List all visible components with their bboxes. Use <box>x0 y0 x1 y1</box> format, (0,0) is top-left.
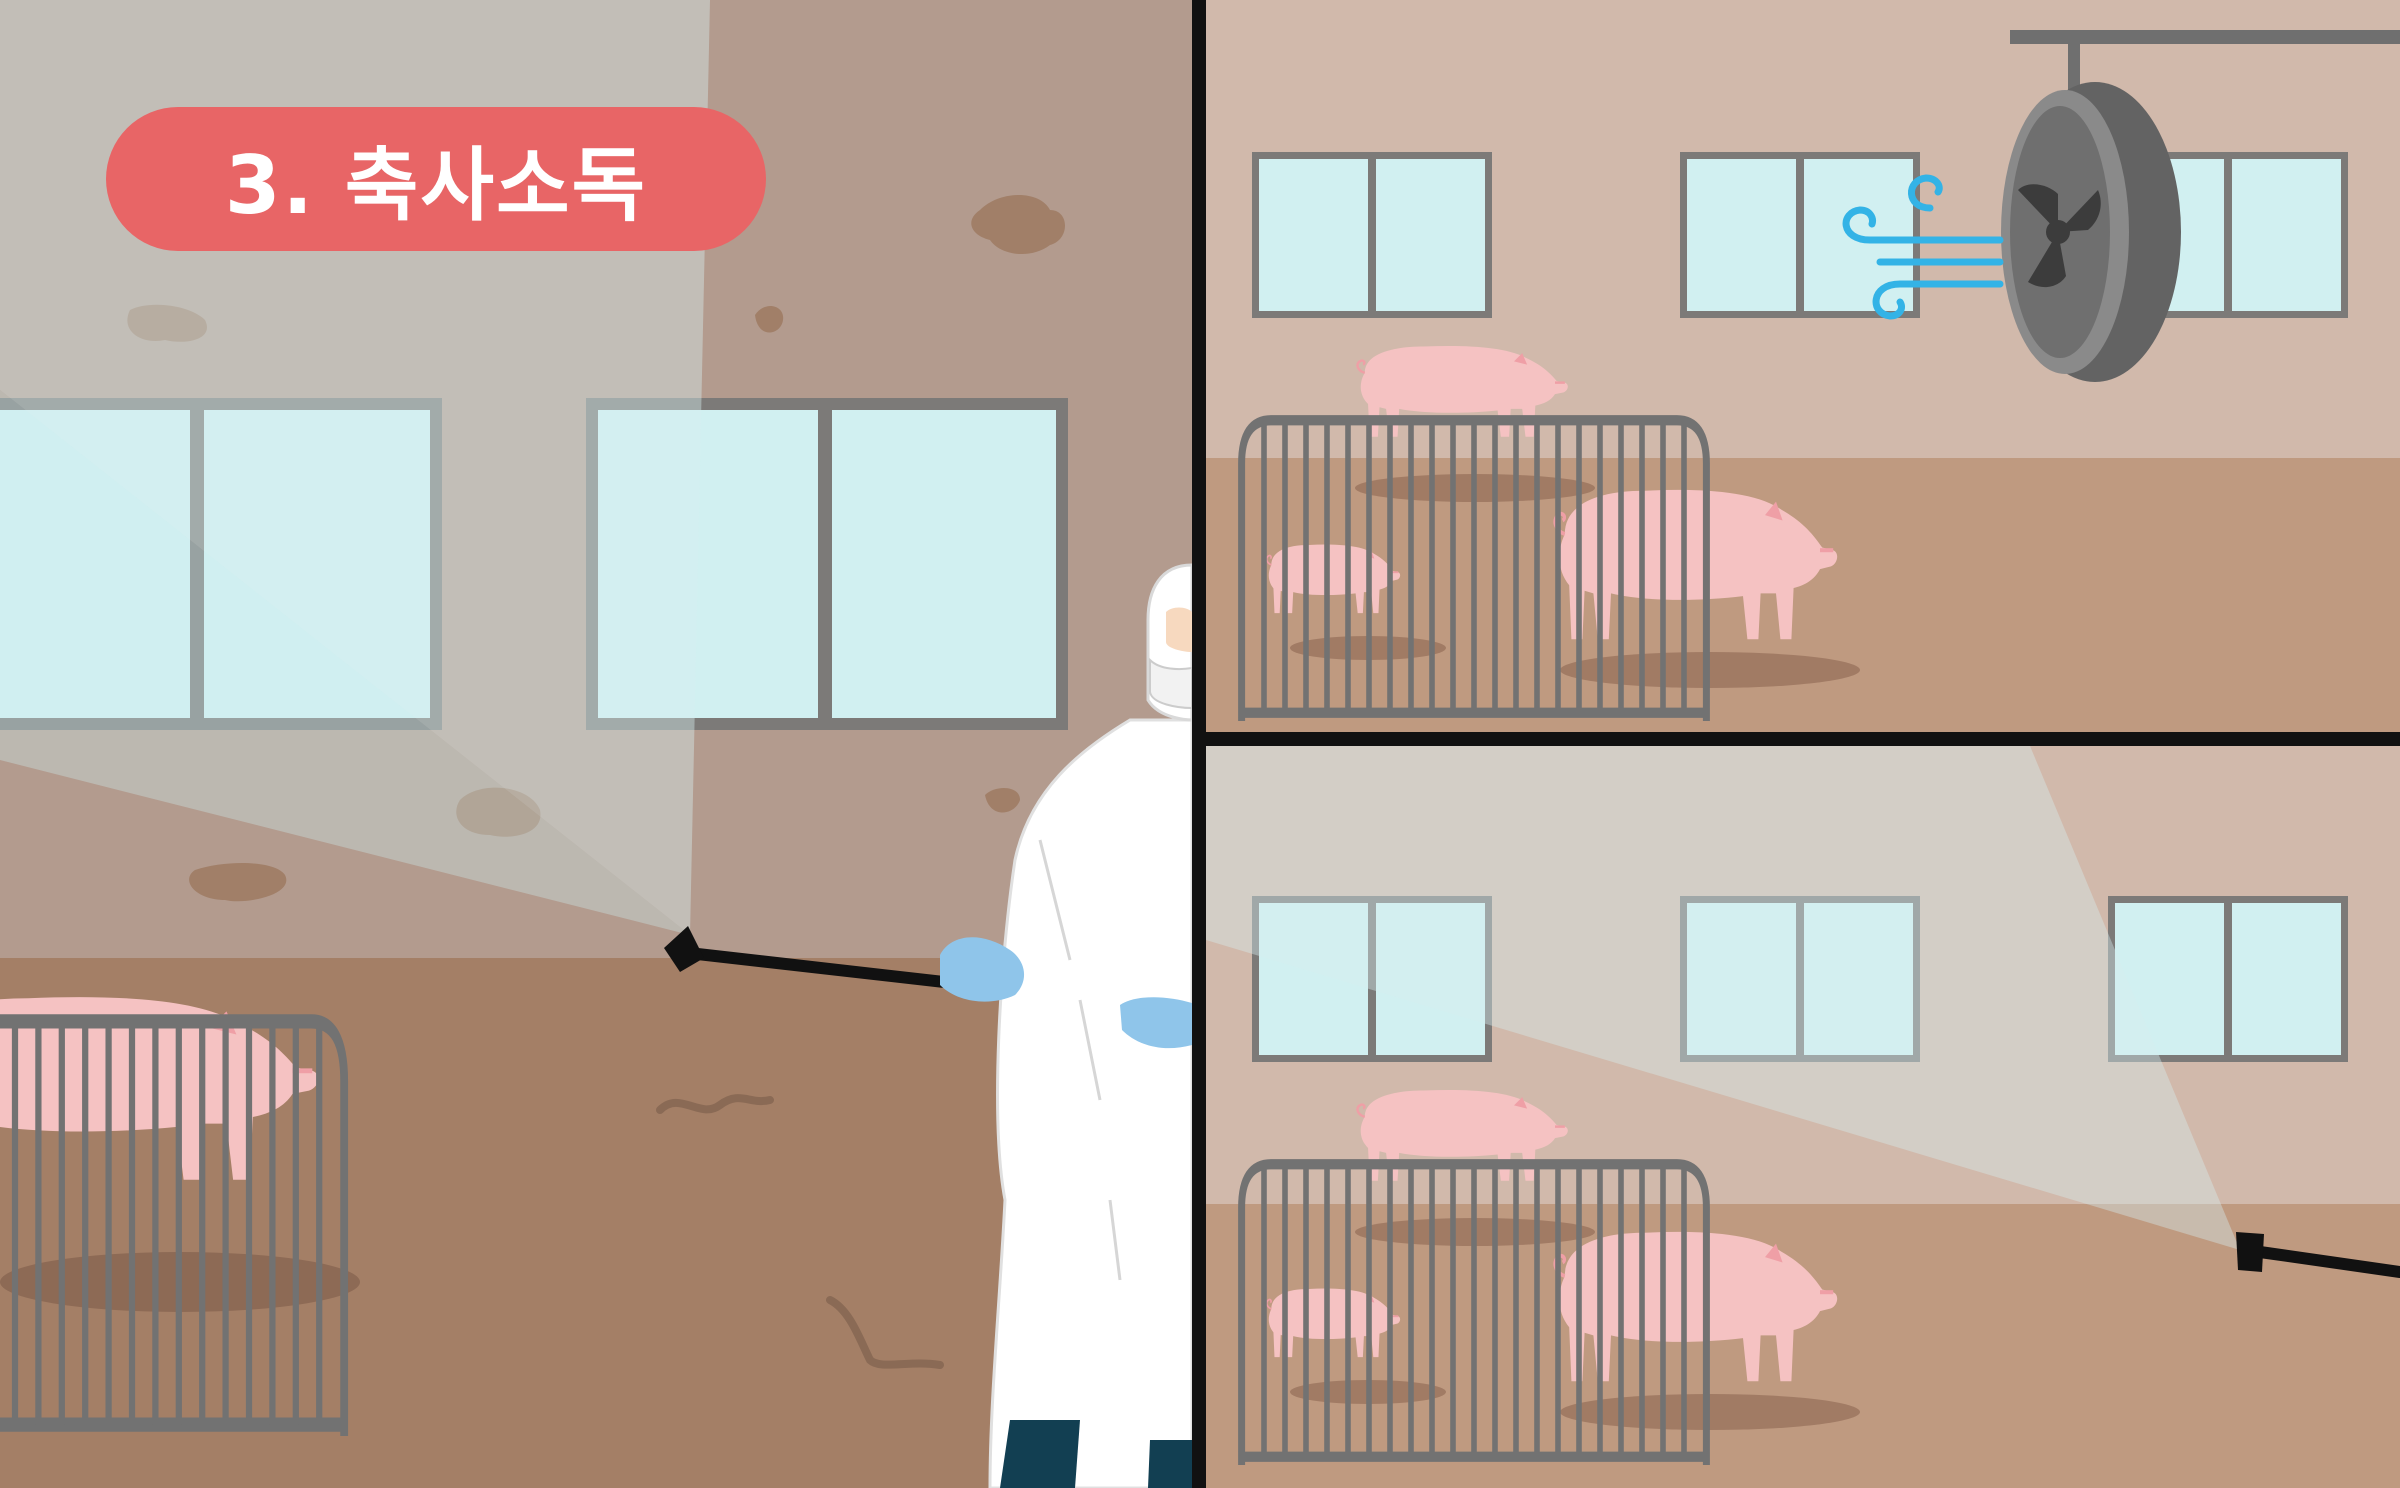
wind-icon <box>1842 174 2004 320</box>
title-badge: 3. 축사소독 <box>106 107 766 251</box>
panel-ventilation <box>1206 0 2400 732</box>
panel-disinfection-after <box>1206 746 2400 1488</box>
ventilation-fan-icon <box>2001 82 2181 382</box>
title-badge-bg <box>106 107 766 251</box>
title-text: 3. 축사소독 <box>224 139 648 232</box>
